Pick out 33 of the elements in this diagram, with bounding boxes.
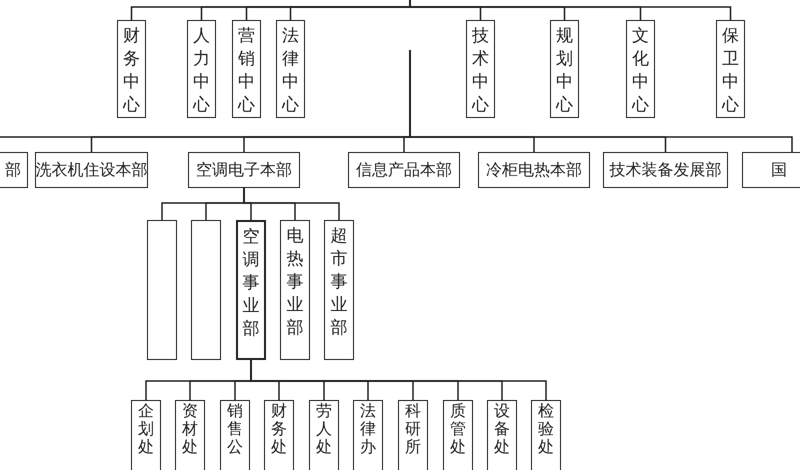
- org-unit-box: 空调电子本部: [188, 152, 300, 188]
- org-unit-box: 科研所: [398, 400, 428, 470]
- org-unit-box: 洗衣机住设本部: [35, 152, 148, 188]
- org-unit-box: 部: [0, 152, 28, 188]
- org-unit-box: 检验处: [531, 400, 561, 470]
- org-unit-box: 财务中心: [117, 20, 146, 118]
- org-unit-box: 文化中心: [626, 20, 655, 118]
- org-unit-box: 规划中心: [550, 20, 579, 118]
- org-unit-box: 空调事业部: [236, 220, 266, 360]
- org-unit-box: 信息产品本部: [348, 152, 460, 188]
- org-unit-box: 国: [742, 152, 800, 188]
- org-unit-box: 技术中心: [466, 20, 495, 118]
- org-unit-box: 销售公: [220, 400, 250, 470]
- connector-line: [409, 50, 793, 152]
- org-unit-box: 技术装备发展部: [603, 152, 728, 188]
- org-unit-box: [191, 220, 221, 360]
- org-unit-box: 人力中心: [187, 20, 216, 118]
- org-unit-box: 保卫中心: [716, 20, 745, 118]
- org-unit-box: 设备处: [487, 400, 517, 470]
- org-unit-box: 超市事业部: [324, 220, 354, 360]
- org-unit-box: 资材处: [175, 400, 205, 470]
- org-unit-box: 法律中心: [276, 20, 305, 118]
- org-unit-box: 企划处: [131, 400, 161, 470]
- connector-line: [243, 188, 340, 220]
- org-unit-box: 财务处: [264, 400, 294, 470]
- org-unit-box: 法律办: [353, 400, 383, 470]
- connector-line: [409, 0, 732, 20]
- org-unit-box: 劳人处: [309, 400, 339, 470]
- org-unit-box: 冷柜电热本部: [478, 152, 590, 188]
- org-unit-box: 质管处: [443, 400, 473, 470]
- org-unit-box: 电热事业部: [280, 220, 310, 360]
- org-unit-box: 营销中心: [232, 20, 261, 118]
- org-unit-box: [147, 220, 177, 360]
